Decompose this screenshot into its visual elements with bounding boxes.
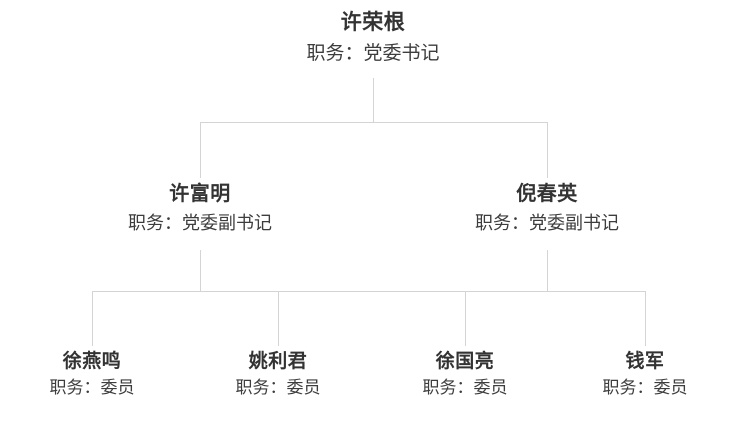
connector-drop-nichunying [547,122,548,178]
org-node-name: 许富明 [169,181,231,205]
org-node-xuguoliang[interactable]: 徐国亮 职务：委员 [423,348,508,401]
org-node-title: 职务：委员 [422,378,508,398]
org-node-title: 职务：委员 [235,378,321,398]
org-node-name: 姚利君 [248,350,308,372]
org-node-name: 徐国亮 [435,350,495,372]
connector-level3-bar [92,291,645,292]
connector-drop-xuguoliang [465,291,466,346]
org-node-title: 职务：委员 [602,378,688,398]
org-node-xuyanming[interactable]: 徐燕鸣 职务：委员 [50,348,135,401]
org-node-title: 职务：党委副书记 [128,213,272,234]
connector-drop-qianjun [645,291,646,346]
org-node-nichunying[interactable]: 倪春英 职务：党委副书记 [475,180,619,237]
org-node-root[interactable]: 许荣根 职务：党委书记 [306,8,439,67]
connector-root-stem [373,78,374,122]
connector-stem-xufuming [200,250,201,291]
org-node-name: 钱军 [625,350,665,372]
org-node-name: 倪春英 [516,181,578,205]
org-node-title: 职务：党委书记 [306,42,440,64]
connector-drop-xuyanming [92,291,93,346]
connector-stem-nichunying [547,250,548,291]
org-node-name: 徐燕鸣 [62,350,122,372]
org-node-name: 许荣根 [340,10,406,34]
org-node-xufuming[interactable]: 许富明 职务：党委副书记 [128,180,272,237]
org-node-title: 职务：委员 [49,378,135,398]
connector-drop-xufuming [200,122,201,178]
org-node-yaolijun[interactable]: 姚利君 职务：委员 [236,348,321,401]
org-node-qianjun[interactable]: 钱军 职务：委员 [603,348,688,401]
connector-drop-yaolijun [278,291,279,346]
connector-level2-bar [200,122,548,123]
org-node-title: 职务：党委副书记 [475,213,619,234]
